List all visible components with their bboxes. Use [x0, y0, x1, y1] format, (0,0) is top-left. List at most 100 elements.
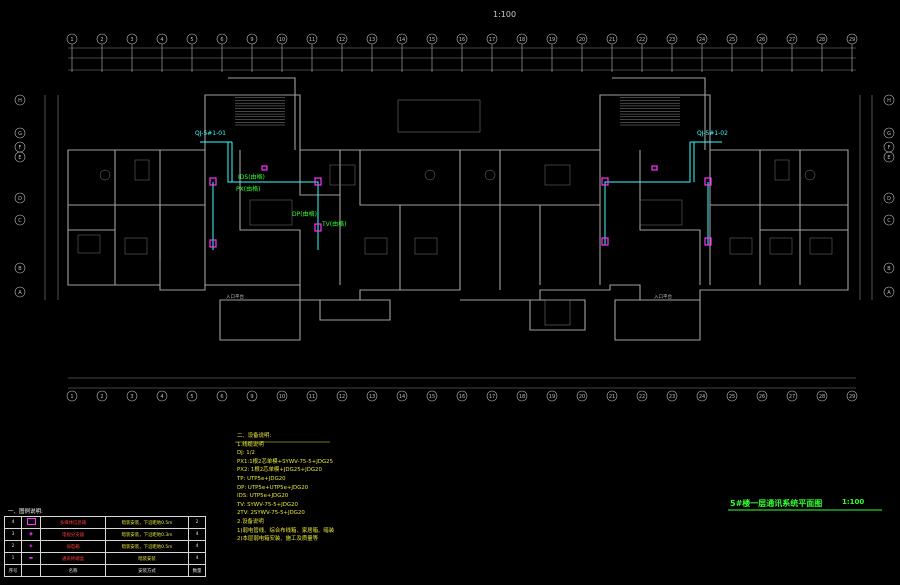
legend-qty-header: 数量 [188, 564, 206, 577]
equipment-notes: 二、设备说明: 1.线缆说明 DJ: 1/2 PX1:1根2芯单模+SYWV-7… [237, 432, 334, 544]
axis-right-bubble-label: D [887, 196, 891, 202]
axis-right-bubble-label: C [887, 218, 891, 224]
tv-label: TV(由格) [322, 221, 347, 228]
axis-left-bubble-circle [14, 262, 26, 274]
notes-line: TV: SYWV-75-5+JDG20 [237, 501, 298, 508]
axis-top-bubble-label: 16 [459, 37, 465, 43]
communication-devices [209, 165, 712, 248]
axis-top-bubble-label: 18 [519, 37, 525, 43]
axis-bottom-bubble-circle [276, 390, 288, 402]
axis-bottom-bubble-circle [66, 390, 78, 402]
dp-label: DP(由格) [292, 211, 317, 218]
legend-title: 一、图例说明: [8, 509, 43, 515]
axis-bottom-bubble-label: 11 [309, 394, 315, 400]
entry-label-right: 入口平台 [654, 295, 672, 300]
legend-no-header: 序号 [4, 564, 22, 577]
axis-bottom-bubble-label: 28 [819, 394, 825, 400]
axis-top-bubble-label: 22 [639, 37, 645, 43]
notes-end-line: 2)本层弱电箱安装、施工及质量等 [237, 536, 319, 543]
legend-spec-header: 安装方式 [105, 564, 189, 577]
axis-top-bubble-label: 23 [669, 37, 675, 43]
axis-top-bubble-label: 11 [309, 37, 315, 43]
axis-bottom-bubble-circle [666, 390, 678, 402]
axis-top-bubble-label: 17 [489, 37, 495, 43]
legend-qty: 2 [188, 516, 206, 529]
axis-right-bubble-circle [883, 127, 895, 139]
axis-left-bubble-label: D [18, 196, 22, 202]
legend-qty: 4 [188, 552, 206, 565]
axis-bottom-bubble-circle [786, 390, 798, 402]
axis-bottom-bubble-circle [636, 390, 648, 402]
axis-bottom-bubble-circle [696, 390, 708, 402]
axis-top-bubble-label: 3 [130, 37, 133, 43]
axis-bottom-bubble-label: 24 [699, 394, 705, 400]
notes-line: DP: UTP5e+UTP5e+JDG20 [237, 484, 309, 491]
axis-top-bubble-label: 4 [160, 37, 163, 43]
axis-bottom-bubble-label: 18 [519, 394, 525, 400]
axis-bottom-bubble-circle [396, 390, 408, 402]
notes-line: IDS: UTP5e+JDG20 [237, 493, 289, 500]
axis-top-bubble-label: 13 [369, 37, 375, 43]
axis-top-bubble-label: 25 [729, 37, 735, 43]
axis-top-bubble-label: 15 [429, 37, 435, 43]
px-label: PX(由格) [236, 186, 261, 193]
axis-top-bubble-label: 26 [759, 37, 765, 43]
legend-table: 4 多媒体信息箱 暗装安装，下沿距地0.5m 2 3 ◉ 电视分支器 暗装安装，… [4, 516, 206, 577]
axis-bottom-bubble-label: 9 [250, 394, 253, 400]
axis-bottom-bubble-circle [156, 390, 168, 402]
notes-line: PX1:1根2芯单模+SYWV-75-5+JDG25 [237, 458, 334, 465]
axis-left-bubble-circle [14, 127, 26, 139]
axis-bottom-bubble-circle [846, 390, 858, 402]
legend-row: 1 ▬ 通讯终端盒 暗装安装 4 [4, 552, 206, 565]
axis-bottom-bubble-label: 10 [279, 394, 285, 400]
axis-right-bubble-circle [883, 262, 895, 274]
legend-qty: 4 [188, 540, 206, 553]
legend-header-row: 序号 名称 安装方式 数量 [4, 564, 206, 577]
entry-label-left: 入口平台 [226, 295, 244, 300]
axis-top-bubble-label: 12 [339, 37, 345, 43]
box-label-left: QJ-5#1-01 [195, 130, 226, 137]
legend-name-header: 名称 [40, 564, 106, 577]
axis-bottom-bubble-label: 2 [100, 394, 103, 400]
axis-bottom-bubble-label: 13 [369, 394, 375, 400]
axis-top-bubble-label: 27 [789, 37, 795, 43]
axis-top-bubble-label: 28 [819, 37, 825, 43]
stair-hatch [235, 94, 680, 326]
axis-top-bubble-label: 2 [100, 37, 103, 43]
communication-cables [200, 141, 722, 250]
legend-symbol: ▬ [21, 552, 41, 565]
legend-spec: 暗装安装 [105, 552, 189, 565]
axis-left-bubble-label: A [18, 290, 22, 296]
ids-label: IDS(由格) [238, 174, 265, 181]
legend-no: 1 [4, 552, 22, 565]
axis-right-bubble-circle [883, 151, 895, 163]
axis-bottom-bubble-label: 3 [130, 394, 133, 400]
legend-row: 2 ◈ 弱电箱 暗装安装，下沿距地0.5m 4 [4, 540, 206, 553]
axis-right-bubble-circle [883, 94, 895, 106]
axis-right-bubble-circle [883, 192, 895, 204]
axis-top-bubble-label: 1 [70, 37, 73, 43]
axis-left-bubble-label: E [18, 155, 21, 161]
axis-bottom-bubble-circle [306, 390, 318, 402]
legend-name: 多媒体信息箱 [40, 516, 106, 529]
notes-line: TP: UTP5e+JDG20 [237, 475, 286, 482]
axis-right-bubble-label: A [887, 290, 891, 296]
axis-bottom-bubble-circle [246, 390, 258, 402]
legend-spec: 暗装安装，下沿距地0.5m [105, 516, 189, 529]
axis-bottom-bubble-circle [726, 390, 738, 402]
axis-bottom-bubble-label: 17 [489, 394, 495, 400]
axis-top-bubble-label: 21 [609, 37, 615, 43]
axis-top-bubble-label: 9 [250, 37, 253, 43]
axis-bottom-bubble-label: 4 [160, 394, 163, 400]
top-dimension-lines [44, 47, 873, 389]
axis-left-bubble-circle [14, 214, 26, 226]
axis-top-bubble-label: 14 [399, 37, 405, 43]
axis-top-bubble-label: 20 [579, 37, 585, 43]
axis-left-bubble-label: F [19, 145, 22, 151]
axis-bottom-bubble-label: 21 [609, 394, 615, 400]
axis-bottom-bubble-label: 23 [669, 394, 675, 400]
legend-spec: 暗装安装，下沿距地0.3m [105, 528, 189, 541]
axis-bottom-bubble-label: 27 [789, 394, 795, 400]
axis-bottom-bubble-circle [546, 390, 558, 402]
notes-heading: 二、设备说明: [237, 433, 272, 439]
